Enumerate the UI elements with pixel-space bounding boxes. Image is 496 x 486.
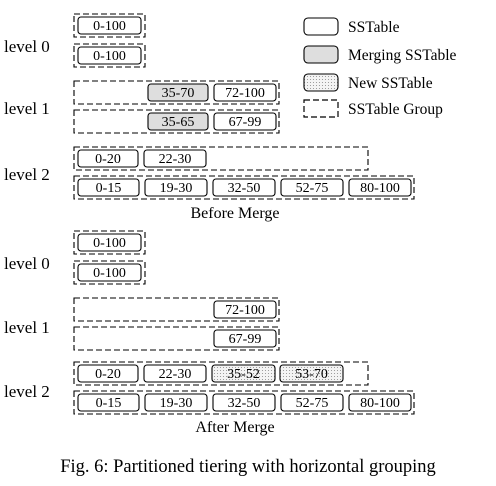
sstable (280, 393, 344, 412)
after-merge-caption: After Merge (195, 419, 274, 436)
sstable-range: 0-20 (95, 367, 121, 382)
sstable-group (73, 297, 280, 322)
new-sstable (211, 364, 276, 383)
sstable-range: 0-100 (93, 19, 126, 34)
sstable (213, 329, 277, 348)
sstable (212, 178, 276, 197)
legend-group-label: SSTable Group (348, 101, 443, 118)
legend-group-swatch (303, 99, 339, 118)
legend-sstable-label: SSTable (348, 19, 400, 36)
sstable-range: 0-100 (93, 236, 126, 251)
legend-merging-label: Merging SSTable (348, 47, 457, 64)
after-level-0-label: level 0 (4, 254, 50, 273)
sstable (143, 149, 207, 168)
sstable-group (73, 109, 280, 134)
sstable-group (73, 326, 280, 351)
sstable (77, 46, 142, 65)
sstable-range: 22-30 (159, 152, 192, 167)
sstable-range: 22-30 (159, 367, 192, 382)
sstable-range: 0-100 (93, 49, 126, 64)
sstable-range: 80-100 (360, 181, 400, 196)
before-level-0-label: level 0 (4, 37, 50, 56)
sstable-range: 0-15 (96, 181, 122, 196)
sstable-range: 35-52 (227, 367, 260, 382)
sstable (144, 393, 208, 412)
sstable-range: 19-30 (160, 181, 193, 196)
sstable-range: 67-99 (229, 115, 262, 130)
before-merge: level 0 0-100 0-100 level 1 35-70 72-100… (4, 13, 415, 222)
sstable (212, 393, 276, 412)
sstable-range: 72-100 (225, 86, 265, 101)
sstable-range: 52-75 (296, 396, 329, 411)
legend-new-label: New SSTable (348, 75, 433, 92)
sstable (77, 233, 142, 252)
merging-sstable (147, 83, 209, 102)
sstable (144, 178, 208, 197)
after-level-1-label: level 1 (4, 318, 50, 337)
sstable-range: 19-30 (160, 396, 193, 411)
legend-new-swatch (303, 73, 339, 92)
sstable (348, 393, 412, 412)
sstable-range: 52-75 (296, 181, 329, 196)
sstable-group (73, 390, 415, 415)
sstable (77, 178, 140, 197)
sstable (348, 178, 412, 197)
sstable-group (73, 361, 369, 386)
figure-caption: Fig. 6: Partitioned tiering with horizon… (60, 457, 436, 477)
sstable-group (73, 43, 146, 68)
after-merge: level 0 0-100 0-100 level 1 72-100 67-99… (4, 230, 415, 436)
sstable-group (73, 260, 146, 285)
sstable (77, 364, 139, 383)
new-sstable (279, 364, 344, 383)
sstable-group (73, 230, 146, 255)
before-level-1-label: level 1 (4, 99, 50, 118)
legend-sstable-swatch (303, 17, 339, 36)
sstable (213, 112, 277, 131)
sstable-range: 72-100 (225, 303, 265, 318)
sstable-range: 0-15 (96, 396, 122, 411)
sstable-group (73, 13, 146, 38)
sstable (77, 393, 140, 412)
legend: SSTable Merging SSTable New SSTable SSTa… (303, 17, 457, 118)
sstable-range: 35-65 (162, 115, 195, 130)
after-level-2-label: level 2 (4, 382, 50, 401)
sstable (77, 16, 142, 35)
sstable (213, 83, 277, 102)
sstable (77, 263, 142, 282)
sstable-range: 80-100 (360, 396, 400, 411)
legend-merging-swatch (303, 45, 339, 64)
sstable-group (73, 175, 415, 200)
sstable-range: 0-100 (93, 266, 126, 281)
sstable (143, 364, 207, 383)
before-level-2-label: level 2 (4, 165, 50, 184)
sstable (213, 300, 277, 319)
sstable-group (73, 80, 280, 105)
sstable-range: 35-70 (162, 86, 195, 101)
sstable-range: 67-99 (229, 332, 262, 347)
sstable (77, 149, 139, 168)
sstable-range: 53-70 (295, 367, 328, 382)
sstable (280, 178, 344, 197)
before-merge-caption: Before Merge (191, 205, 280, 222)
sstable-range: 0-20 (95, 152, 121, 167)
sstable-range: 32-50 (228, 181, 261, 196)
sstable-group (73, 146, 369, 171)
sstable-range: 32-50 (228, 396, 261, 411)
merging-sstable (147, 112, 209, 131)
